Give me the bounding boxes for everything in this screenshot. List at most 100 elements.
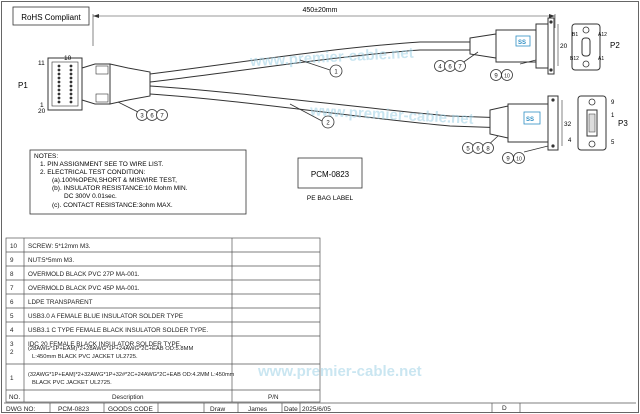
watermark-top: www.premier-cable.net [249, 45, 414, 71]
callout-balloons [117, 51, 549, 164]
p2-dim: 20 [560, 43, 568, 50]
watermark-bottom: www.premier-cable.net [257, 363, 422, 380]
p2-label: P2 [610, 41, 620, 50]
balloon-cable-1 [329, 64, 343, 78]
notes-line: (c). CONTACT RESISTANCE:3ohm MAX. [52, 202, 173, 209]
p2-b1: B1 [572, 32, 578, 38]
p2-a1: A1 [598, 56, 604, 62]
bom-no: 7 [10, 285, 14, 292]
bag-label: PCM-0823 PE BAG LABEL [297, 157, 363, 202]
notes-box: NOTES: 1. PIN ASSIGNMENT SEE TO WIRE LIS… [29, 149, 247, 215]
notes-line: (a).100%OPEN,SHORT & MISWIRE TEST, [52, 177, 177, 184]
p1-label: P1 [18, 81, 28, 90]
cable-1-lower [149, 49, 496, 83]
rohs-label: RoHS Compliant [21, 13, 81, 22]
notes-line: 2. ELECTRICAL TEST CONDITION: [40, 169, 146, 176]
p3-pin-4: 4 [568, 138, 572, 144]
bom-no: 1 [10, 375, 14, 382]
bom-no: 5 [10, 313, 14, 320]
overall-length-dimension: 450±20mm [92, 7, 556, 46]
date-value: 2025/6/05 [302, 406, 331, 413]
bom-description: (28AWG*1P+EAM)*2+28AWG*1P+24AWG*2C+EAB O… [28, 346, 193, 352]
p1-pin-20: 20 [38, 108, 46, 115]
p1-pin-10: 10 [64, 55, 72, 62]
balloon-cable-2 [321, 115, 335, 129]
p3-pin-9: 9 [611, 100, 615, 106]
bom-description: SCREW: 5*12mm M3. [28, 243, 91, 250]
balloon-text: 6 [476, 147, 480, 153]
dwg-no-label: DWG NO: [6, 406, 35, 413]
bom-no: 10 [10, 243, 18, 250]
balloon-text: 4 [438, 65, 442, 71]
date-label: Date [284, 406, 298, 413]
p2-a12: A12 [598, 32, 607, 38]
balloon-text: 6 [150, 114, 154, 120]
goods-code-label: GOODS CODE [108, 406, 153, 413]
y-split-boot [109, 63, 151, 105]
bom-no: 4 [10, 327, 14, 334]
rohs-stamp: RoHS Compliant [12, 6, 90, 26]
p1-pin-1: 1 [40, 102, 44, 109]
balloon-text: 7 [458, 65, 462, 71]
balloon-text: 5 [466, 147, 470, 153]
callout-balloon-numbers: 1 2 3 6 7 4 6 7 9 10 5 6 8 9 10 [140, 65, 522, 163]
balloon-text: 3 [140, 114, 144, 120]
bom-no: 8 [10, 271, 14, 278]
bom-rows: 10 SCREW: 5*12mm M3. 9 NUT:5*5mm M3. 8 O… [9, 243, 279, 401]
balloon-text: 10 [504, 74, 510, 80]
bom-no: 6 [10, 299, 14, 306]
p3-dim: 32 [564, 121, 572, 128]
bom-no: 2 [10, 349, 14, 356]
title-block-text: DWG NO: PCM-0823 GOODS CODE Draw James D… [6, 405, 507, 413]
balloon-text: 9 [494, 74, 498, 80]
bom-header-no: NO. [9, 394, 20, 401]
balloon-text: 9 [506, 157, 510, 163]
draw-label: Draw [210, 406, 225, 413]
notes-line: (b). INSULATOR RESISTANCE:10 Mohm MIN. [52, 185, 188, 192]
p1-pin-11: 11 [38, 60, 45, 67]
bom-description: LDPE TRANSPARENT [28, 299, 93, 306]
drawer-name: James [248, 406, 268, 413]
bom-no: 9 [10, 257, 14, 264]
cables [149, 41, 509, 129]
p3-pin-1: 1 [611, 113, 615, 119]
bom-description: OVERMOLD BLACK PVC 27P MA-001. [28, 271, 140, 278]
p1-pin-grid [57, 64, 73, 104]
cable-2-upper [149, 85, 509, 119]
notes-line: 1. PIN ASSIGNMENT SEE TO WIRE LIST. [40, 161, 163, 168]
revision: D [502, 405, 507, 412]
p2-connector: SS 20 B1 A12 B12 A1 P2 [469, 17, 620, 75]
dimension-label: 450±20mm [303, 7, 338, 14]
bom-header-description: Description [112, 394, 144, 401]
p3-label: P3 [618, 119, 628, 128]
p2-usb-logo: SS [518, 40, 526, 46]
bom-description-line2: L:450mm BLACK PVC JACKET UL2725. [32, 354, 138, 360]
balloon-text: 8 [486, 147, 490, 153]
dwg-no-value: PCM-0823 [58, 406, 89, 413]
bom-description: USB3.0 A FEMALE BLUE INSULATOR SOLDER TY… [28, 313, 183, 320]
bag-label-caption: PE BAG LABEL [307, 195, 354, 202]
p2-b12: B12 [570, 56, 579, 62]
watermark: www.premier-cable.net www.premier-cable.… [249, 45, 474, 380]
balloon-text: 1 [334, 70, 338, 76]
bom-description-line2: BLACK PVC JACKET UL2725. [32, 380, 112, 386]
bom-description: (32AWG*1P+EAM)*2+32AWG*1P+32#*2C+24AWG*2… [28, 372, 235, 378]
p3-usb-logo: SS [526, 117, 534, 123]
title-block [4, 402, 636, 413]
balloon-text: 2 [326, 121, 330, 127]
bom-no: 3 [10, 341, 14, 348]
p3-pin-5: 5 [611, 140, 615, 146]
cable-2-lower [149, 93, 509, 129]
p1-connector: 11 10 1 20 P1 [18, 55, 151, 115]
bom-description: OVERMOLD BLACK PVC 45P MA-001. [28, 285, 140, 292]
bom-description: IDC 20 FEMALE BLACK INSULATOR SOLDER TYP… [28, 341, 182, 348]
cable-1-upper [149, 41, 496, 75]
p3-connector: SS 32 9 1 4 5 P3 [489, 95, 628, 151]
balloon-text: 6 [448, 65, 452, 71]
bom-header-pn: P/N [268, 394, 279, 401]
part-number: PCM-0823 [311, 170, 350, 179]
notes-line: DC 300V 0.01sec. [64, 193, 117, 200]
bom-description: USB3.1 C TYPE FEMALE BLACK INSULATOR SOL… [28, 327, 208, 334]
